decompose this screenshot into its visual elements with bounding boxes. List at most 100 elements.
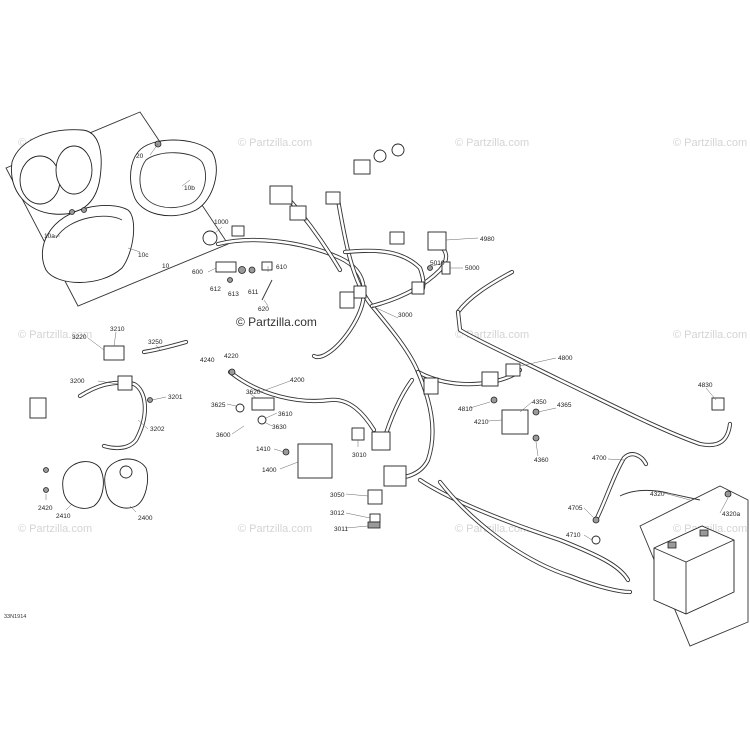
cluster-bezel-inner <box>139 152 206 208</box>
connector <box>411 281 425 295</box>
part-label: 3210 <box>110 326 125 333</box>
part-label: 3250 <box>148 339 163 346</box>
watermark: © Partzilla.com <box>18 329 92 341</box>
reference-code: 33N1914 <box>4 614 26 620</box>
switch-housing-2410 <box>62 461 104 509</box>
part-label: 4705 <box>568 505 583 512</box>
part-label: 4350 <box>532 399 547 406</box>
part-label: 3625 <box>211 402 226 409</box>
screw-1410 <box>282 448 290 456</box>
part-label: 5000 <box>465 265 480 272</box>
battery-group <box>639 485 749 647</box>
washer-4710 <box>591 535 601 545</box>
sensor-3620 <box>251 397 275 411</box>
part-label: 3220 <box>72 334 87 341</box>
cable-lower <box>437 479 633 595</box>
connector <box>391 143 405 157</box>
watermark: © Partzilla.com <box>238 137 312 149</box>
part-label: 611 <box>248 289 259 296</box>
screw-3201 <box>147 397 153 403</box>
part-label: 3201 <box>168 394 183 401</box>
terminal-4830 <box>711 397 725 411</box>
watermark: © Partzilla.com <box>673 329 747 341</box>
switch-housing-2400 <box>104 458 148 509</box>
connector <box>373 149 387 163</box>
part-label: 610 <box>276 264 287 271</box>
screw-2420 <box>43 467 49 473</box>
terminal-610 <box>261 261 273 271</box>
part-label: 600 <box>192 269 203 276</box>
part-label: 3011 <box>334 526 348 533</box>
part-label: 1410 <box>256 446 271 453</box>
part-label: 4365 <box>557 402 572 409</box>
relay-4980 <box>427 231 447 251</box>
screw-2420 <box>43 487 49 493</box>
lens-edge <box>55 215 123 239</box>
screw-4320a <box>724 490 732 498</box>
screw-4360 <box>532 434 540 442</box>
connector <box>353 285 367 299</box>
gauge-left <box>19 155 61 205</box>
battery-4320 <box>653 525 735 615</box>
fastener-4240 <box>228 368 236 376</box>
battery-edge <box>653 539 735 614</box>
part-label: 3200 <box>70 378 85 385</box>
clip-3011 <box>367 521 381 529</box>
connector <box>481 371 499 387</box>
connector <box>289 205 307 221</box>
part-label: 3050 <box>330 492 345 499</box>
part-label: 3202 <box>150 426 165 433</box>
part-label: 4200 <box>290 377 305 384</box>
washer-611 <box>248 266 256 274</box>
part-labels: 20 10b 10a 10c 10 1000 600 610 612 613 6… <box>38 153 740 539</box>
screw-icon <box>81 207 87 213</box>
part-label: 1400 <box>262 467 277 474</box>
battery-terminal <box>667 541 677 549</box>
part-label: 4220 <box>224 353 239 360</box>
part-label: 4810 <box>458 406 473 413</box>
connector <box>371 431 391 451</box>
lead-line <box>619 489 701 501</box>
connector <box>231 225 245 237</box>
part-label: 3010 <box>352 452 367 459</box>
part-label: 3610 <box>278 411 293 418</box>
connector <box>29 397 47 419</box>
relay-4210 <box>501 409 529 435</box>
module-1400 <box>297 443 333 479</box>
harness-branch <box>381 377 415 443</box>
connector <box>117 375 133 391</box>
small-parts <box>29 225 732 545</box>
screw-5010 <box>427 265 433 271</box>
connector-3010 <box>351 427 365 441</box>
part-label: 3000 <box>398 312 413 319</box>
part-label: 4320a <box>722 511 740 518</box>
part-label: 1000 <box>214 219 229 226</box>
cluster-lens <box>41 205 135 283</box>
harness-3200 <box>77 380 147 451</box>
screw-612 <box>227 277 233 283</box>
cluster-bezel-rear <box>130 139 217 217</box>
part-label: 20 <box>136 153 144 160</box>
bolt-620 <box>261 279 273 301</box>
part-label: 4980 <box>480 236 495 243</box>
connector <box>269 185 293 205</box>
part-label: 10c <box>138 252 149 259</box>
part-label: 4320 <box>650 491 665 498</box>
main-harness <box>215 143 523 487</box>
screw-icon <box>69 209 75 215</box>
connector-3050 <box>367 489 383 505</box>
part-label: 10a <box>44 233 55 240</box>
watermarks: © Partzilla.com © Partzilla.com © Partzi… <box>18 137 747 535</box>
connector <box>505 363 521 377</box>
grommet-3625 <box>235 403 245 413</box>
cable-4800 <box>455 269 515 315</box>
battery-outline <box>639 485 749 647</box>
plug-3610 <box>257 415 267 425</box>
leader-lines <box>45 143 729 541</box>
connector-4810 <box>490 396 498 404</box>
switch-1000 <box>202 230 218 246</box>
holder-3210 <box>103 345 125 361</box>
part-label: 3620 <box>246 389 261 396</box>
watermark-main: © Partzilla.com <box>236 315 317 329</box>
